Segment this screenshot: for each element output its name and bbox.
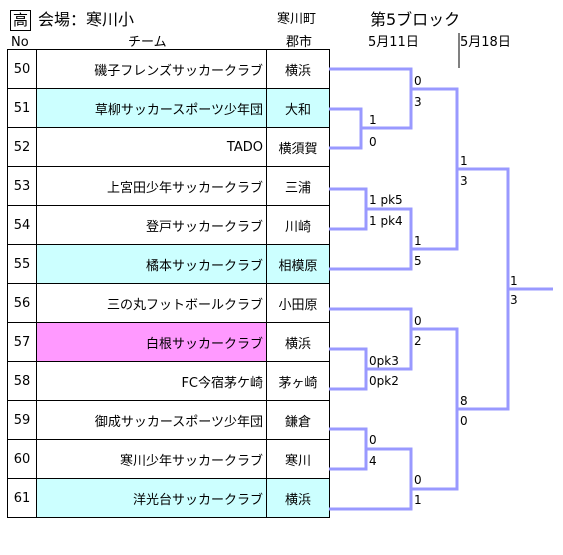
team-number: 56 <box>7 283 37 323</box>
team-city: 茅ヶ崎 <box>266 361 330 401</box>
col-header-city: 郡市 <box>286 35 313 50</box>
bracket-match-59-60 <box>329 427 368 471</box>
score-r2b-top: 1 <box>414 234 422 248</box>
bracket-r2-b <box>329 207 413 271</box>
team-city: 寒川 <box>266 439 330 479</box>
team-name: 洋光台サッカークラブ <box>36 478 267 518</box>
team-number: 52 <box>7 127 37 167</box>
team-city: 横浜 <box>266 478 330 518</box>
score-final-bot: 3 <box>510 293 518 307</box>
team-city: 三浦 <box>266 166 330 206</box>
score-58: 0pk2 <box>369 374 399 388</box>
bracket-sf-b <box>411 327 459 491</box>
score-60: 4 <box>369 454 377 468</box>
team-city: 相模原 <box>266 244 330 284</box>
score-sfa-top: 1 <box>460 154 468 168</box>
bracket-match-51-52 <box>329 107 363 150</box>
team-name: 三の丸フットボールクラブ <box>36 283 267 323</box>
team-number: 60 <box>7 439 37 479</box>
team-number: 55 <box>7 244 37 284</box>
team-number: 61 <box>7 478 37 518</box>
team-city: 鎌倉 <box>266 400 330 440</box>
team-city: 小田原 <box>266 283 330 323</box>
score-r2a-top: 0 <box>414 74 422 88</box>
bracket-r2-d <box>329 447 413 511</box>
col-header-no: No <box>11 35 29 50</box>
team-name: 登戸サッカークラブ <box>36 205 267 245</box>
score-r2b-bot: 5 <box>414 254 422 268</box>
bracket-match-53-54 <box>329 187 368 231</box>
score-57: 0pk3 <box>369 354 399 368</box>
score-53: 1 pk5 <box>369 193 403 207</box>
team-number: 59 <box>7 400 37 440</box>
team-name: 白根サッカークラブ <box>36 322 267 362</box>
team-number: 58 <box>7 361 37 401</box>
score-r2c-top: 0 <box>414 314 422 328</box>
venue-title: 会場：寒川小 <box>38 10 135 29</box>
score-51: 1 <box>369 113 377 127</box>
bracket-r2-a <box>329 67 413 130</box>
team-number: 51 <box>7 88 37 128</box>
team-city: 川崎 <box>266 205 330 245</box>
score-59: 0 <box>369 433 377 447</box>
score-r2d-top: 0 <box>414 473 422 487</box>
team-number: 57 <box>7 322 37 362</box>
team-name: 草柳サッカースポーツ少年団 <box>36 88 267 128</box>
team-city: 横浜 <box>266 322 330 362</box>
score-sfb-bot: 0 <box>460 414 468 428</box>
score-sfa-bot: 3 <box>460 174 468 188</box>
bracket-final <box>457 167 510 411</box>
col-header-team: チーム <box>128 35 167 50</box>
team-name: 御成サッカースポーツ少年団 <box>36 400 267 440</box>
team-name: 上宮田少年サッカークラブ <box>36 166 267 206</box>
date-round2: 5月18日 <box>460 35 511 50</box>
venue-city: 寒川町 <box>277 12 317 27</box>
score-54: 1 pk4 <box>369 214 403 228</box>
score-final-top: 1 <box>510 274 518 288</box>
team-city: 大和 <box>266 88 330 128</box>
score-r2d-bot: 1 <box>414 493 422 507</box>
score-r2a-bot: 3 <box>414 95 422 109</box>
bracket-r2-c <box>329 307 413 371</box>
bracket-sf-a <box>411 87 459 251</box>
team-name: 寒川少年サッカークラブ <box>36 439 267 479</box>
block-title: 第5ブロック <box>370 10 461 29</box>
score-sfb-top: 8 <box>460 394 468 408</box>
bracket-match-57-58 <box>329 347 368 391</box>
date-round1: 5月11日 <box>368 35 419 50</box>
team-number: 50 <box>7 49 37 89</box>
team-name: 橘本サッカークラブ <box>36 244 267 284</box>
level-box: 高 <box>10 10 31 31</box>
team-name: TADO <box>36 127 267 167</box>
score-52: 0 <box>369 135 377 149</box>
score-r2c-bot: 2 <box>414 334 422 348</box>
